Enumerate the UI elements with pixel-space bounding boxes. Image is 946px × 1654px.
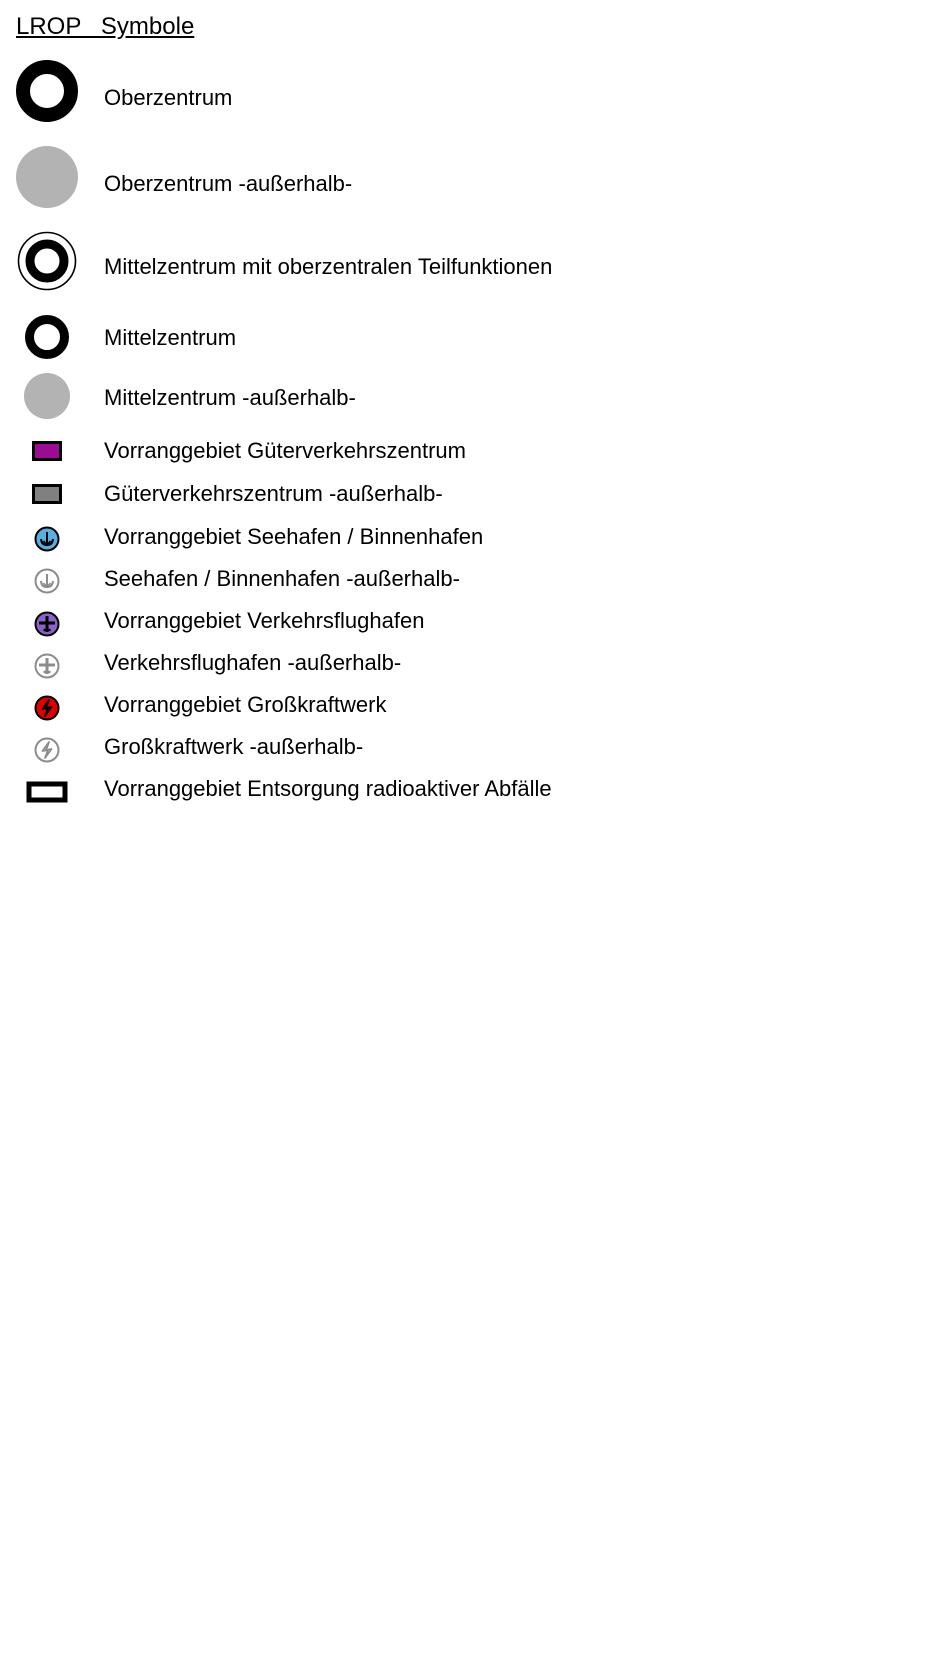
legend-label-oberzentrum-ausserhalb: Oberzentrum -außerhalb- <box>104 171 353 196</box>
airplane-gray-icon <box>34 653 60 679</box>
legend-label-mittelzentrum-ausserhalb: Mittelzentrum -außerhalb- <box>104 385 356 410</box>
gray-rectangle-icon <box>32 484 62 504</box>
double-ring-icon <box>17 231 77 291</box>
legend-title: LROP Symbole <box>16 13 195 40</box>
lightning-gray-icon <box>34 737 60 763</box>
legend-label-gvz-ausserhalb: Güterverkehrszentrum -außerhalb- <box>104 481 443 506</box>
legend-label-kraftwerk: Vorranggebiet Großkraftwerk <box>104 692 387 717</box>
legend-label-seehafen-ausserhalb: Seehafen / Binnenhafen -außerhalb- <box>104 566 460 591</box>
legend-label-oberzentrum: Oberzentrum <box>104 85 233 110</box>
anchor-blue-icon <box>34 526 60 552</box>
gray-disc-large-icon <box>16 146 78 208</box>
legend-label-seehafen: Vorranggebiet Seehafen / Binnenhafen <box>104 524 484 549</box>
anchor-gray-icon <box>34 568 60 594</box>
legend-label-mittelzentrum-teilfunktionen: Mittelzentrum mit oberzentralen Teilfunk… <box>104 254 553 279</box>
legend-label-flughafen: Vorranggebiet Verkehrsflughafen <box>104 608 425 633</box>
legend-label-gvz: Vorranggebiet Güterverkehrszentrum <box>104 438 466 463</box>
legend-label-flughafen-ausserhalb: Verkehrsflughafen -außerhalb- <box>104 650 402 675</box>
black-ring-medium-icon <box>25 315 69 359</box>
lightning-red-icon <box>34 695 60 721</box>
legend-label-mittelzentrum: Mittelzentrum <box>104 325 237 350</box>
gray-disc-medium-icon <box>24 373 70 419</box>
legend-label-entsorgung: Vorranggebiet Entsorgung radioaktiver Ab… <box>104 776 552 801</box>
legend-label-kraftwerk-ausserhalb: Großkraftwerk -außerhalb- <box>104 734 364 759</box>
purple-rectangle-icon <box>32 441 62 461</box>
airplane-purple-icon <box>34 611 60 637</box>
hollow-rectangle-icon <box>26 781 68 803</box>
black-ring-large-icon <box>16 60 78 122</box>
